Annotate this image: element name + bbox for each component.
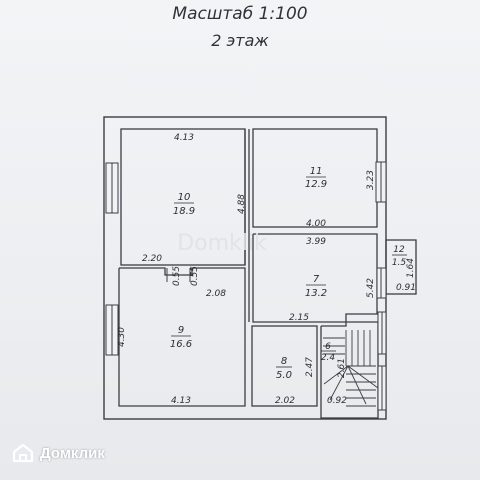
room-11-number: 11 (310, 166, 323, 177)
dim-202: 2.02 (275, 396, 295, 406)
room-9-outline (118, 267, 246, 407)
room-12-area: 1.5 (392, 258, 407, 268)
room-6-area: 2.4 (321, 353, 336, 363)
room-12-outline (385, 239, 417, 295)
floor-title: 2 этаж (211, 31, 269, 50)
dim-261: 2.61 (337, 358, 347, 378)
dim-220: 2.20 (142, 254, 162, 264)
dim-215: 2.15 (289, 313, 309, 323)
room-10-number: 10 (178, 192, 191, 203)
room-11-area: 12.9 (305, 179, 327, 190)
room-9-number: 9 (178, 325, 184, 336)
dim-488: 4.88 (237, 194, 247, 214)
room-6-number: 6 (325, 342, 331, 352)
dim-055-right: 0.55 (190, 266, 200, 286)
dim-055-left: 0.55 (172, 266, 182, 286)
dim-164: 1.64 (406, 258, 416, 278)
dim-323: 3.23 (366, 170, 376, 190)
room-8-number: 8 (281, 356, 287, 367)
faint-watermark: Domklik (177, 231, 267, 256)
room-9-area: 16.6 (170, 339, 192, 350)
dim-430: 4.30 (117, 327, 127, 347)
room-7-outline (252, 233, 378, 323)
house-logo-icon (12, 443, 34, 463)
room-10-area: 18.9 (173, 206, 195, 217)
staircase (323, 330, 379, 407)
dim-091: 0.91 (396, 283, 416, 293)
room-8-area: 5.0 (276, 370, 292, 381)
watermark-text: Домклик (40, 444, 105, 462)
room-11-outline (252, 128, 378, 228)
dim-413-top: 4.13 (174, 133, 194, 143)
dim-542: 5.42 (366, 278, 376, 298)
domclick-watermark: Домклик (12, 443, 105, 463)
dim-092: 0.92 (327, 396, 347, 406)
dim-399: 3.99 (306, 237, 326, 247)
dim-400: 4.00 (306, 219, 326, 229)
dim-247: 2.47 (305, 357, 315, 377)
room-7-area: 13.2 (305, 288, 327, 299)
scale-title: Масштаб 1:100 (172, 4, 308, 24)
room-8-outline (251, 325, 318, 407)
room-12-number: 12 (393, 245, 405, 255)
dim-413-bottom: 4.13 (171, 396, 191, 406)
room-7-number: 7 (313, 274, 320, 285)
dim-208: 2.08 (206, 289, 226, 299)
